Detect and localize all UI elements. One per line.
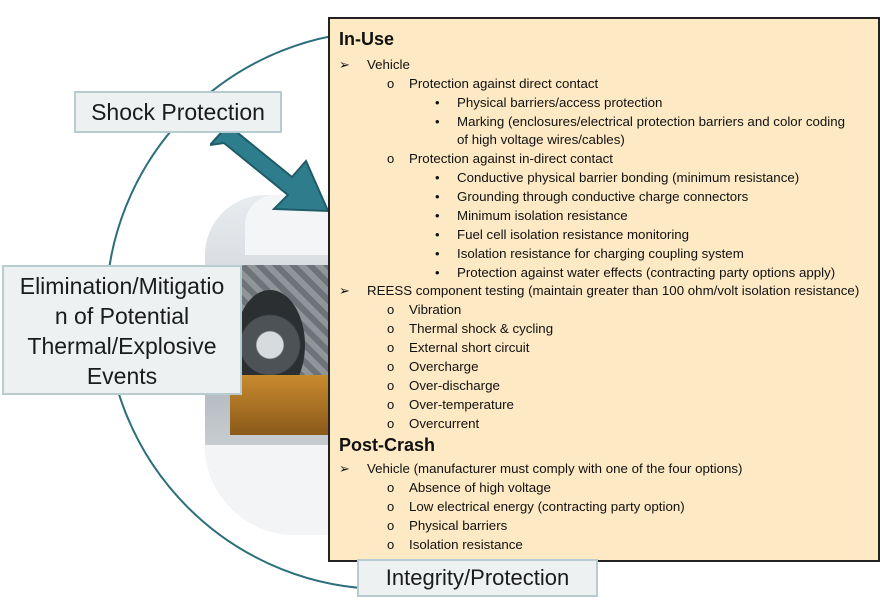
post-vehicle-item: Vehicle (manufacturer must comply with o… [367, 461, 743, 476]
direct-subitem-continued: of high voltage wires/cables) [457, 132, 625, 147]
post-subitem: Physical barriers [409, 518, 508, 533]
circle-bullet-icon: o [387, 302, 395, 317]
circle-bullet-icon: o [387, 359, 395, 374]
indirect-contact-item: Protection against in-direct contact [409, 151, 613, 166]
requirements-panel: In-Use ➢ Vehicle o Protection against di… [328, 17, 880, 562]
circle-bullet-icon: o [387, 537, 395, 552]
dot-bullet-icon: • [435, 208, 440, 223]
reess-subitem: Vibration [409, 302, 462, 317]
post-subitem: Low electrical energy (contracting party… [409, 499, 685, 514]
reess-subitem: Overcharge [409, 359, 479, 374]
dot-bullet-icon: • [435, 246, 440, 261]
elimination-line: n of Potential [54, 303, 190, 329]
elimination-label: Elimination/Mitigatio n of Potential The… [2, 265, 242, 395]
dot-bullet-icon: • [435, 95, 440, 110]
circle-bullet-icon: o [387, 416, 395, 431]
indirect-subitem: Grounding through conductive charge conn… [457, 189, 749, 204]
in-use-heading: In-Use [339, 29, 395, 49]
elimination-line: Events [86, 363, 158, 389]
indirect-subitem: Minimum isolation resistance [457, 208, 628, 223]
circle-bullet-icon: o [387, 518, 395, 533]
post-crash-heading: Post-Crash [339, 435, 436, 455]
elimination-line: Thermal/Explosive [27, 333, 217, 359]
direct-contact-item: Protection against direct contact [409, 76, 599, 91]
dot-bullet-icon: • [435, 189, 440, 204]
arrow-bullet-icon: ➢ [339, 283, 350, 298]
indirect-subitem: Isolation resistance for charging coupli… [457, 246, 744, 261]
reess-subitem: Overcurrent [409, 416, 480, 431]
circle-bullet-icon: o [387, 340, 395, 355]
dot-bullet-icon: • [435, 227, 440, 242]
circle-bullet-icon: o [387, 480, 395, 495]
circle-bullet-icon: o [387, 378, 395, 393]
reess-subitem: External short circuit [409, 340, 530, 355]
direct-subitem: Physical barriers/access protection [457, 95, 663, 110]
circle-bullet-icon: o [387, 397, 395, 412]
reess-subitem: Thermal shock & cycling [409, 321, 554, 336]
dot-bullet-icon: • [435, 265, 440, 280]
reess-subitem: Over-discharge [409, 378, 500, 393]
dot-bullet-icon: • [435, 114, 440, 129]
reess-subitem: Over-temperature [409, 397, 514, 412]
circle-bullet-icon: o [387, 321, 395, 336]
arrow-bullet-icon: ➢ [339, 461, 350, 476]
indirect-subitem: Protection against water effects (contra… [457, 265, 836, 280]
circle-bullet-icon: o [387, 499, 395, 514]
reess-item: REESS component testing (maintain greate… [367, 283, 860, 298]
vehicle-item: Vehicle [367, 57, 410, 72]
shock-protection-label: Shock Protection [74, 91, 282, 133]
direct-subitem: Marking (enclosures/electrical protectio… [457, 114, 846, 129]
post-subitem: Absence of high voltage [409, 480, 551, 495]
integrity-protection-label: Integrity/Protection [357, 559, 598, 597]
indirect-subitem: Fuel cell isolation resistance monitorin… [457, 227, 690, 242]
dot-bullet-icon: • [435, 170, 440, 185]
circle-bullet-icon: o [387, 76, 395, 91]
indirect-subitem: Conductive physical barrier bonding (min… [457, 170, 800, 185]
circle-bullet-icon: o [387, 151, 395, 166]
elimination-line: Elimination/Mitigatio [19, 273, 225, 299]
arrow-bullet-icon: ➢ [339, 57, 350, 72]
post-subitem: Isolation resistance [409, 537, 523, 552]
